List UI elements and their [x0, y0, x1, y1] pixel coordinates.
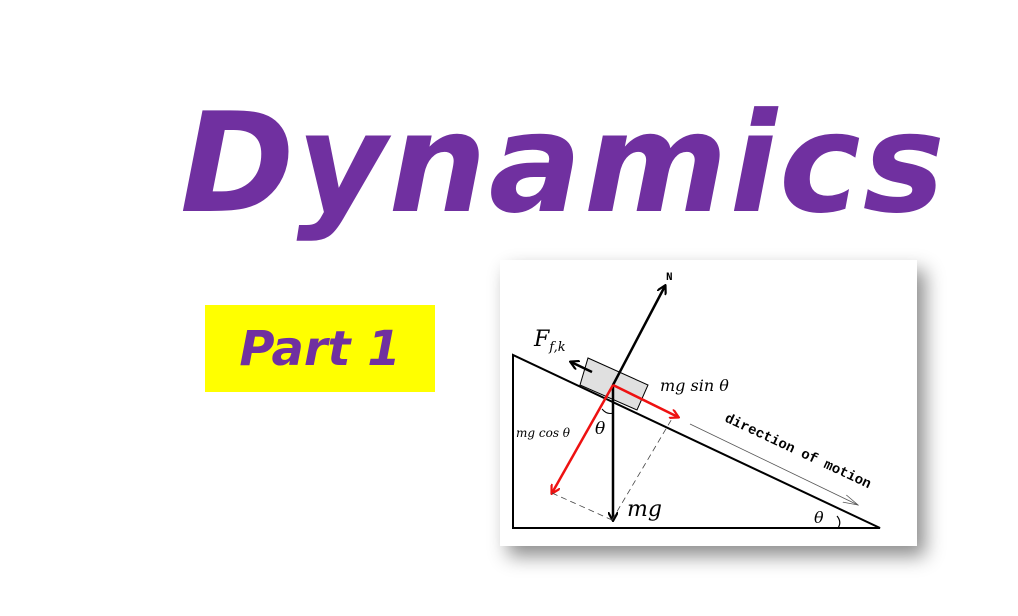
- mg-sin-label: mg sin θ: [660, 376, 729, 395]
- part-badge: Part 1: [205, 305, 435, 392]
- normal-label: N: [666, 272, 673, 284]
- theta-block-label: θ: [595, 419, 605, 439]
- friction-arrow: [571, 362, 593, 374]
- dashed-line: [551, 492, 613, 521]
- mg-label: mg: [627, 497, 662, 522]
- angle-arc: [601, 408, 614, 414]
- theta-incline-label: θ: [814, 508, 824, 527]
- slide-title: Dynamics: [180, 83, 947, 244]
- part-label: Part 1: [239, 320, 401, 377]
- friction-label: Ff,k: [533, 327, 566, 355]
- mg-sin-arrow: [612, 383, 678, 417]
- normal-force-arrow: [611, 286, 665, 386]
- mg-cos-label: mg cos θ: [516, 426, 571, 440]
- mg-cos-arrow: [552, 384, 615, 493]
- direction-label: direction of motion: [722, 411, 873, 493]
- angle-arc: [836, 515, 841, 529]
- direction-arrow: [689, 423, 858, 505]
- incline-triangle: [512, 353, 881, 529]
